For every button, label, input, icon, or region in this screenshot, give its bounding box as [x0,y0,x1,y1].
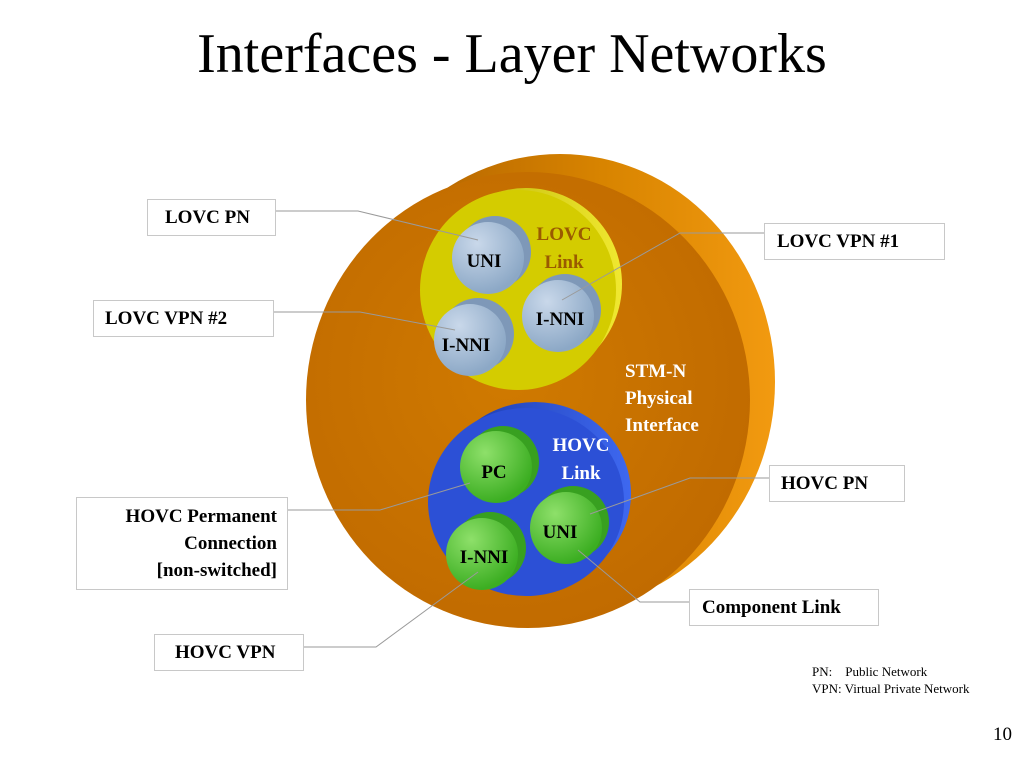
lovc-port-i-nni-right-label: I-NNI [536,309,585,330]
lovc-port-uni [452,216,531,294]
callout-hovc-pn-text: HOVC PN [781,473,869,494]
abbreviation-footnote: PN: Public Network VPN: Virtual Private … [812,663,970,697]
hovc-port-uni-label: UNI [543,522,578,543]
callout-lovc-vpn-1: LOVC VPN #1 [764,223,945,260]
stm-n-label-line3: Interface [625,415,699,436]
hovc-port-uni [530,486,609,564]
callout-hovc-pn: HOVC PN [769,465,905,502]
callout-lovc-pn-text: LOVC PN [165,207,250,228]
lovc-link-label-line1: LOVC [537,224,592,245]
page-number: 10 [993,724,1012,745]
callout-leaders [274,210,769,648]
stm-n-label-line1: STM-N [625,361,687,382]
callout-hovc-permanent-line2: Connection [184,533,277,554]
stm-n-label-line2: Physical [625,388,693,409]
hovc-port-i-nni-label: I-NNI [460,547,509,568]
callout-lovc-vpn-2-text: LOVC VPN #2 [105,308,228,329]
hovc-port-pc-label: PC [481,462,506,483]
lovc-port-uni-label: UNI [467,251,502,272]
callout-lovc-vpn-2: LOVC VPN #2 [93,300,274,337]
callout-hovc-permanent-line3: [non-switched] [156,560,277,581]
callout-hovc-permanent-connection: HOVC Permanent Connection [non-switched] [76,497,288,590]
lovc-port-i-nni-right [522,274,601,352]
callout-hovc-permanent-line1: HOVC Permanent [125,506,277,527]
lovc-port-i-nni-left [434,298,514,376]
callout-component-link: Component Link [689,589,879,626]
hovc-link-label-line2: Link [561,463,601,484]
hovc-link-label-line1: HOVC [553,435,610,456]
callout-component-link-text: Component Link [702,597,841,618]
footnote-vpn: VPN: Virtual Private Network [812,681,970,696]
callout-hovc-vpn: HOVC VPN [154,634,304,671]
hovc-port-pc [460,426,539,503]
footnote-pn: PN: Public Network [812,664,928,679]
lovc-port-i-nni-left-label: I-NNI [442,335,491,356]
callout-lovc-vpn-1-text: LOVC VPN #1 [777,231,900,252]
slide-title: Interfaces - Layer Networks [197,23,827,85]
callout-lovc-pn: LOVC PN [147,199,276,236]
callout-hovc-vpn-text: HOVC VPN [175,642,276,663]
hovc-port-i-nni [446,512,526,590]
lovc-link-label-line2: Link [544,252,584,273]
